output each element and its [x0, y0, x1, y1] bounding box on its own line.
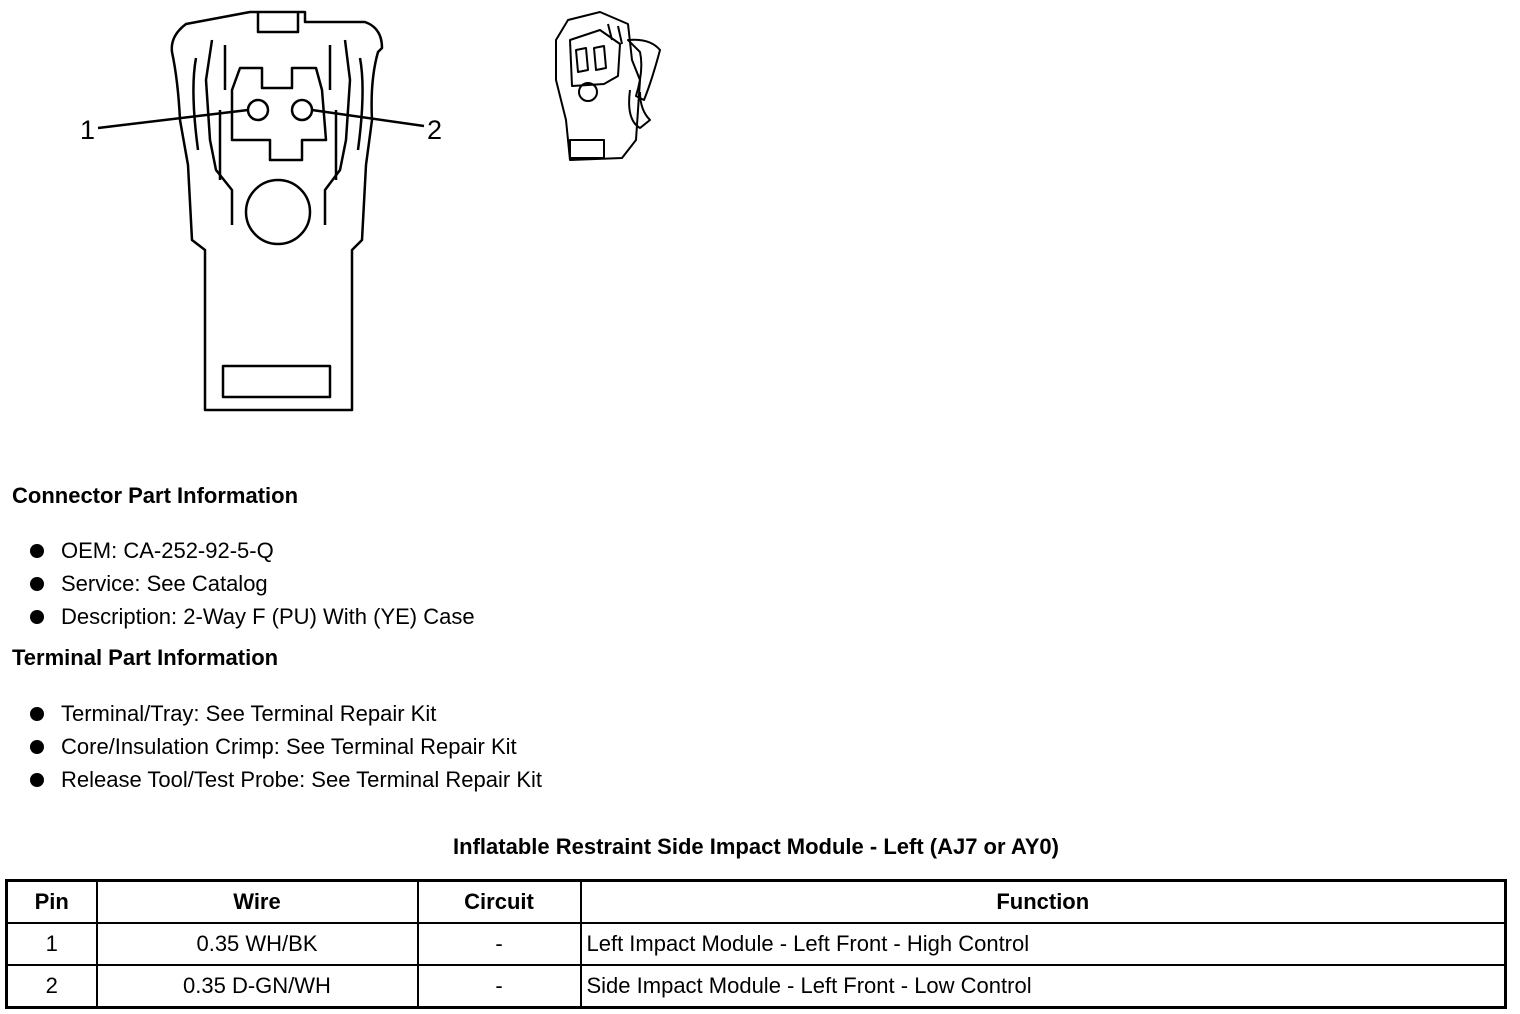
mounting-hole — [244, 178, 312, 246]
bullet-icon — [30, 544, 44, 558]
pin-1-leader — [97, 108, 249, 130]
pin-2-label: 2 — [427, 115, 442, 145]
list-item: Release Tool/Test Probe: See Terminal Re… — [30, 763, 542, 796]
column-header-circuit: Circuit — [416, 879, 582, 924]
cell-circuit: - — [416, 964, 582, 1009]
cell-wire: 0.35 WH/BK — [95, 922, 419, 966]
cell-circuit: - — [416, 922, 582, 966]
bullet-icon — [30, 610, 44, 624]
list-item: Core/Insulation Crimp: See Terminal Repa… — [30, 730, 542, 763]
connector-info-list: OEM: CA-252-92-5-Q Service: See Catalog … — [30, 534, 475, 633]
column-header-wire: Wire — [95, 879, 419, 924]
pin-2-leader — [311, 108, 425, 128]
terminal-info-heading: Terminal Part Information — [12, 645, 279, 670]
bullet-icon — [30, 740, 44, 754]
pin-1-cavity — [246, 98, 270, 122]
list-item: Terminal/Tray: See Terminal Repair Kit — [30, 697, 542, 730]
terminal-cavity-block — [230, 66, 328, 162]
terminal-info-list: Terminal/Tray: See Terminal Repair Kit C… — [30, 697, 542, 796]
pin-2-cavity — [290, 98, 314, 122]
cell-wire: 0.35 D-GN/WH — [95, 964, 419, 1009]
bullet-icon — [30, 773, 44, 787]
cell-function: Left Impact Module - Left Front - High C… — [579, 922, 1507, 966]
column-header-function: Function — [579, 879, 1507, 924]
list-item: OEM: CA-252-92-5-Q — [30, 534, 475, 567]
list-item: Service: See Catalog — [30, 567, 475, 600]
bullet-icon — [30, 707, 44, 721]
pinout-table: Pin Wire Circuit Function 1 0.35 WH/BK -… — [5, 879, 1507, 1009]
connector-outline — [170, 10, 384, 412]
connector-info-heading: Connector Part Information — [12, 483, 299, 508]
table-header-row: Pin Wire Circuit Function — [5, 879, 1507, 924]
cell-function: Side Impact Module - Left Front - Low Co… — [579, 964, 1507, 1009]
connector-face-diagram: 1 2 — [80, 10, 661, 412]
table-row: 2 0.35 D-GN/WH - Side Impact Module - Le… — [5, 964, 1507, 1009]
pin-1-label: 1 — [80, 115, 95, 145]
list-item: Description: 2-Way F (PU) With (YE) Case — [30, 600, 475, 633]
cell-pin: 2 — [5, 964, 98, 1009]
bullet-icon — [30, 577, 44, 591]
connector-isometric-view — [555, 11, 661, 161]
table-row: 1 0.35 WH/BK - Left Impact Module - Left… — [5, 922, 1507, 966]
cell-pin: 1 — [5, 922, 98, 966]
table-title: Inflatable Restraint Side Impact Module … — [453, 834, 1059, 859]
label-window — [221, 364, 332, 399]
column-header-pin: Pin — [5, 879, 98, 924]
